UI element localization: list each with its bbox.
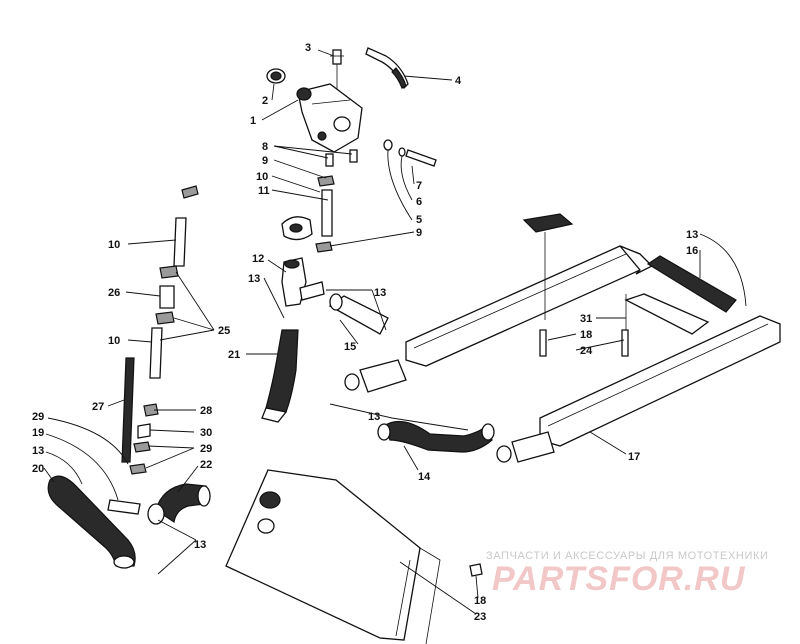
lower-left-hose-part: [47, 475, 136, 569]
callout-24: 24: [580, 345, 593, 357]
center-fittings-part: [181, 149, 358, 253]
decal-part: [522, 213, 574, 320]
elbow-hose-part: [147, 483, 211, 525]
heat-exchanger-part: [225, 469, 441, 644]
callout-13e: 13: [686, 229, 698, 241]
callout-25: 25: [218, 325, 230, 337]
callout-23: 23: [474, 611, 486, 623]
filler-neck-cap-part: [266, 68, 286, 84]
callout-11: 11: [258, 185, 270, 197]
straight-tubes-part: [149, 189, 333, 379]
callout-13d: 13: [368, 411, 380, 423]
leader-lines: [43, 49, 747, 615]
callout-10c: 10: [108, 335, 120, 347]
callout-17: 17: [628, 451, 640, 463]
callout-29a: 29: [32, 411, 44, 423]
support-rod-part: [121, 357, 135, 463]
callout-9b: 9: [416, 227, 422, 239]
mounting-bolt-part: [383, 139, 437, 167]
callout-30: 30: [200, 427, 212, 439]
callout-1: 1: [250, 115, 256, 127]
thermostat-housing-part: [296, 83, 363, 153]
callout-27: 27: [92, 401, 104, 413]
callout-15: 15: [344, 341, 356, 353]
coupler-part: [155, 265, 179, 325]
watermark-logo: PARTSFOR.RU: [492, 560, 746, 598]
callout-6: 6: [416, 196, 422, 208]
callout-21: 21: [228, 349, 240, 361]
callout-26: 26: [108, 287, 120, 299]
callout-10b: 10: [108, 239, 120, 251]
callout-16: 16: [686, 245, 698, 257]
callout-19: 19: [32, 427, 44, 439]
small-fittings-part: [129, 403, 159, 475]
callout-28: 28: [200, 405, 212, 417]
screws-part: [469, 329, 629, 577]
callout-labels: 3 4 2 1 8 9 10 11 7 6 5 9 13 16 10 12 13…: [32, 42, 698, 623]
watermark-caption: ЗАПЧАСТИ И АКСЕССУАРЫ ДЛЯ МОТОТЕХНИКИ: [486, 550, 769, 562]
callout-2: 2: [262, 95, 268, 107]
callout-8: 8: [262, 141, 268, 153]
middle-hose-part: [377, 420, 495, 453]
return-hose-part: [646, 255, 737, 313]
callout-13c: 13: [32, 445, 44, 457]
upper-hose-part: [261, 329, 299, 423]
vent-hose-part: [365, 47, 409, 90]
callout-10a: 10: [256, 171, 268, 183]
callout-7: 7: [416, 180, 422, 192]
callout-13f: 13: [194, 539, 206, 551]
callout-20: 20: [32, 463, 44, 475]
callout-3: 3: [305, 42, 311, 54]
callout-4: 4: [455, 75, 462, 87]
callout-13a: 13: [248, 273, 260, 285]
callout-9a: 9: [262, 155, 268, 167]
bleed-valve-part: [330, 49, 344, 92]
callout-18b: 18: [474, 595, 486, 607]
callout-13b: 13: [374, 287, 386, 299]
callout-22: 22: [200, 459, 212, 471]
callout-14: 14: [418, 471, 431, 483]
connector-boxes-part: [344, 359, 555, 463]
callout-12: 12: [252, 253, 264, 265]
inner-plate-part: [624, 293, 710, 340]
callout-29b: 29: [200, 443, 212, 455]
filler-neck-part: [281, 257, 325, 307]
callout-18a: 18: [580, 329, 592, 341]
callout-31: 31: [580, 313, 592, 325]
bypass-hose-part: [328, 293, 389, 335]
callout-5: 5: [416, 214, 422, 226]
pressure-cap-part: [281, 216, 313, 241]
